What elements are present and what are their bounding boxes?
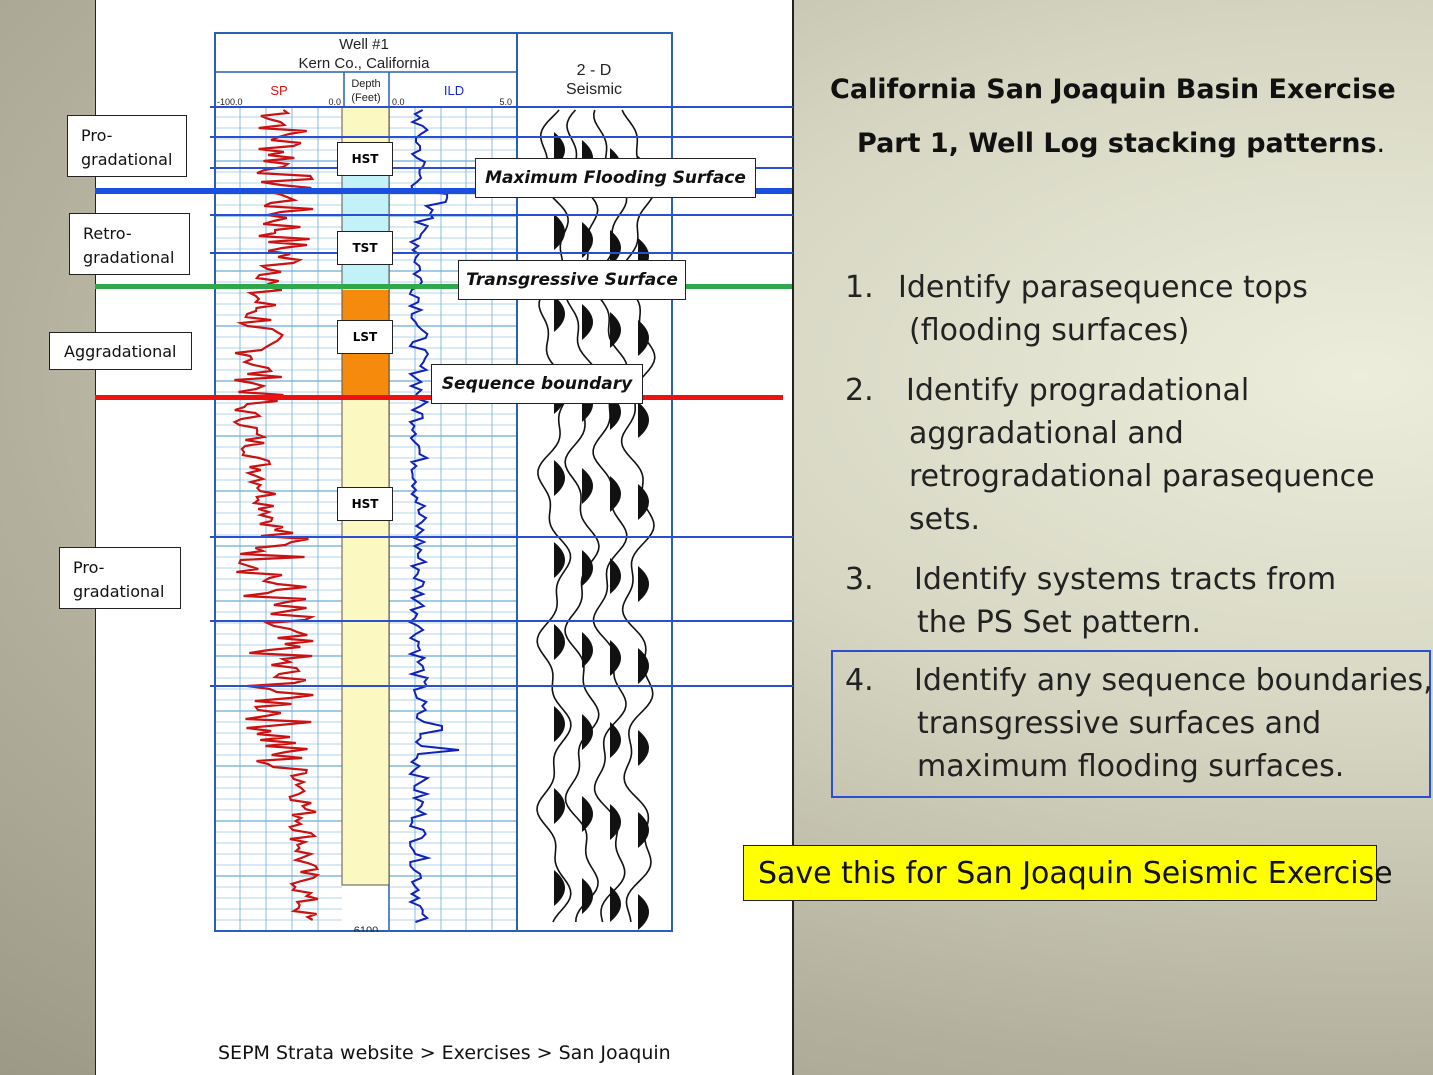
seismic-lobe	[638, 894, 649, 930]
ps-top-line	[210, 685, 793, 687]
hst-column	[342, 395, 389, 885]
ts-label: Transgressive Surface	[458, 260, 686, 300]
seismic-lobe	[610, 804, 621, 840]
ps-top-line	[210, 106, 793, 108]
seismic-lobe	[610, 312, 621, 348]
sp-min: -100.0	[217, 97, 243, 107]
seismic-lobe	[582, 796, 593, 832]
depth-label: Depth	[351, 78, 380, 90]
seismic-lobe	[638, 566, 649, 602]
seismic-lobe	[554, 460, 565, 496]
ild-label: ILD	[444, 83, 464, 98]
tract-tst: TST	[337, 231, 393, 265]
seismic-lobe	[582, 304, 593, 340]
well-location: Kern Co., California	[299, 55, 431, 72]
seismic-lobe	[638, 402, 649, 438]
seismic-lobe	[638, 484, 649, 520]
ps-top-line	[210, 252, 793, 254]
sp-curve	[232, 109, 321, 921]
tract-hst-lower: HST	[337, 487, 393, 521]
seismic-lobe	[610, 640, 621, 676]
seismic-frame	[516, 32, 673, 932]
footer-breadcrumb: SEPM Strata website > Exercises > San Jo…	[218, 1042, 671, 1064]
ps-top-line	[210, 536, 793, 538]
depth-unit: (Feet)	[351, 92, 380, 104]
ild-curve	[407, 109, 460, 923]
seismic-lobe	[554, 624, 565, 660]
well-log-figure: Well #1 Kern Co., California SP -100.0 0…	[214, 32, 673, 932]
seismic-label-1: 2 - D	[577, 62, 612, 79]
seismic-lobe	[554, 214, 565, 250]
ps-top-line	[210, 214, 793, 216]
seismic-lobe	[582, 714, 593, 750]
stacking-label-aggradational: Aggradational	[49, 332, 192, 370]
seismic-lobe	[554, 296, 565, 332]
mfs-label: Maximum Flooding Surface	[475, 158, 756, 198]
maximum-flooding-surface-line	[95, 188, 792, 194]
seismic-lobe	[610, 476, 621, 512]
sp-max: 0.0	[328, 97, 341, 107]
seismic-lobe	[554, 542, 565, 578]
seismic-trace	[620, 109, 656, 923]
seismic-lobe	[610, 722, 621, 758]
seismic-lobe	[610, 886, 621, 922]
ild-min: 0.0	[392, 97, 405, 107]
seismic-lobe	[582, 550, 593, 586]
seismic-label-2: Seismic	[566, 81, 622, 98]
seismic-traces	[536, 109, 656, 930]
log-grid	[215, 107, 517, 931]
stacking-label-retrogradational: Retro-gradational	[69, 213, 190, 275]
tract-hst-upper: HST	[337, 142, 393, 176]
seismic-lobe	[582, 632, 593, 668]
sp-label: SP	[270, 83, 287, 98]
transgressive-surface-line	[95, 284, 792, 289]
seismic-lobe	[554, 706, 565, 742]
depth-bottom: 6100	[354, 925, 378, 932]
well-title: Well #1	[339, 36, 389, 53]
tract-lst: LST	[337, 320, 393, 354]
seismic-lobe	[582, 222, 593, 258]
seismic-lobe	[582, 468, 593, 504]
seismic-lobe	[554, 870, 565, 906]
seismic-lobe	[638, 320, 649, 356]
seismic-lobe	[582, 878, 593, 914]
seismic-lobe	[610, 230, 621, 266]
seismic-lobe	[638, 730, 649, 766]
seismic-trace	[536, 109, 572, 923]
ps-top-line	[210, 136, 793, 138]
task-4-highlight-box	[831, 650, 1431, 798]
save-note: Save this for San Joaquin Seismic Exerci…	[743, 845, 1393, 901]
stacking-label-progradational-upper: Pro-gradational	[67, 115, 187, 177]
title-line-2: Part 1, Well Log stacking patterns.	[857, 128, 1386, 159]
title-line-1: California San Joaquin Basin Exercise	[830, 74, 1396, 105]
ps-top-line	[210, 620, 793, 622]
seismic-lobe	[638, 812, 649, 848]
sb-label: Sequence boundary	[431, 364, 643, 404]
seismic-lobe	[638, 648, 649, 684]
seismic-lobe	[610, 558, 621, 594]
stacking-label-progradational-lower: Pro-gradational	[59, 547, 181, 609]
ild-max: 5.0	[499, 97, 512, 107]
seismic-lobe	[554, 788, 565, 824]
